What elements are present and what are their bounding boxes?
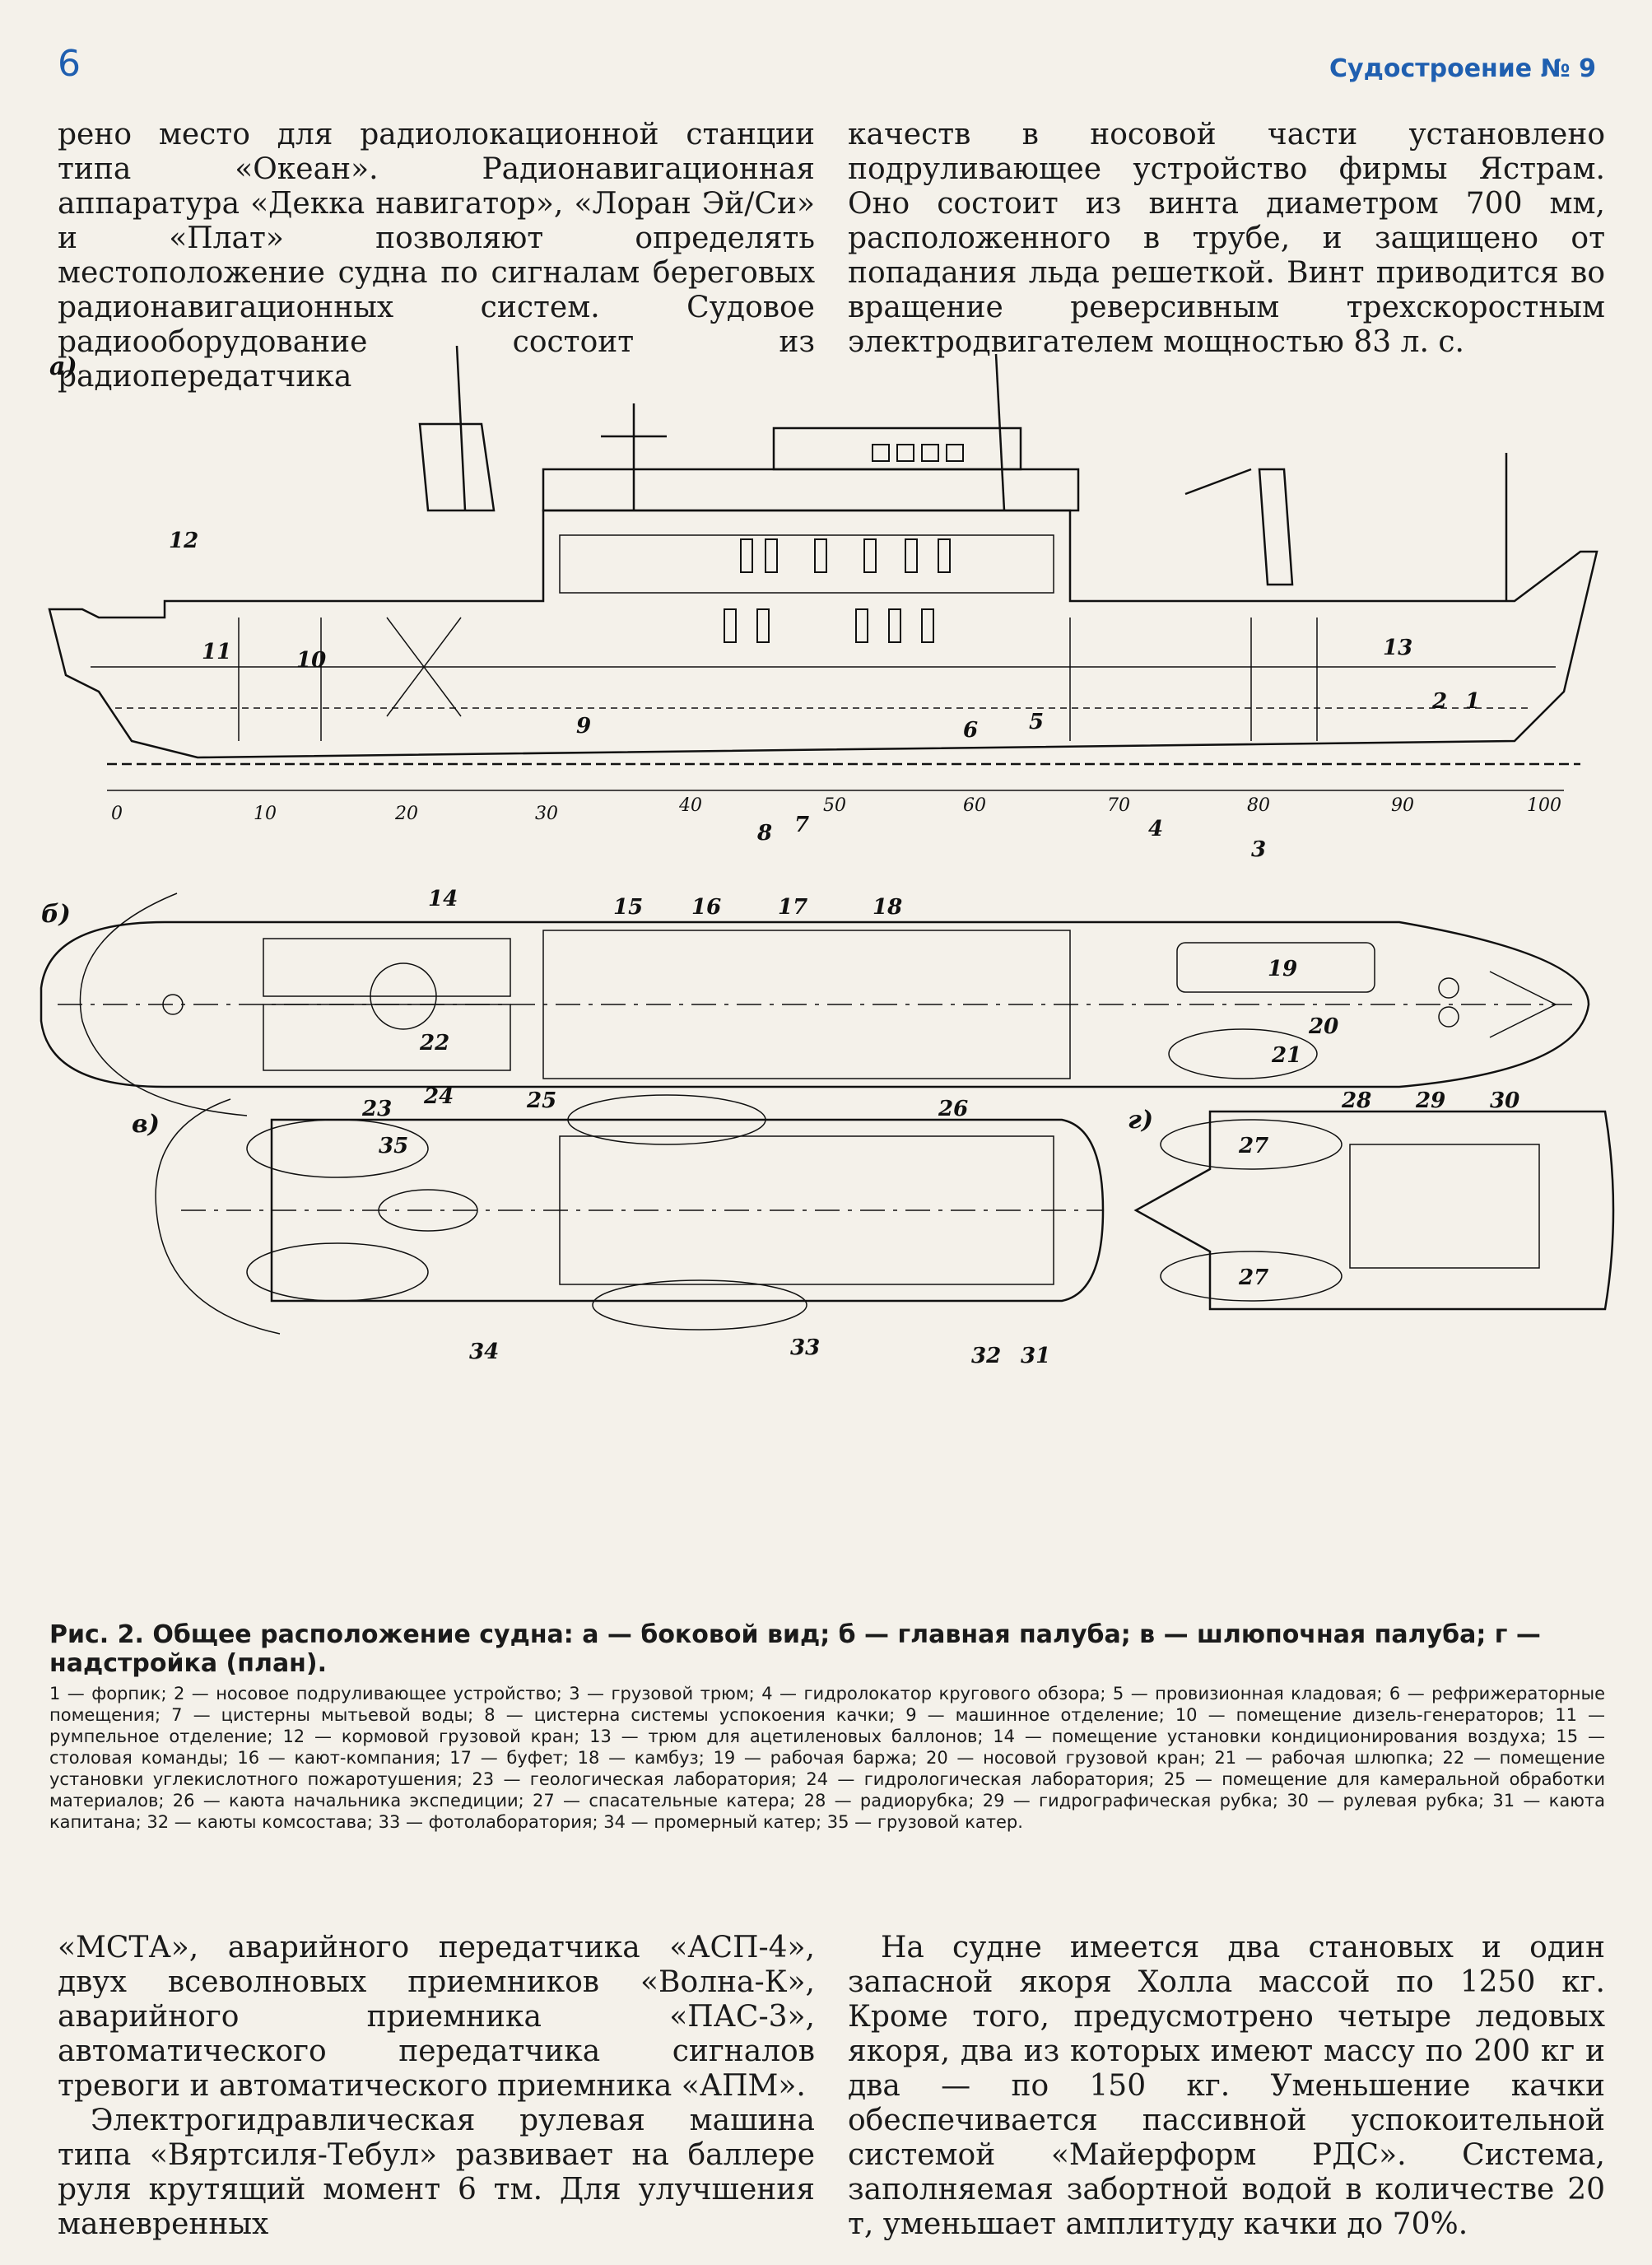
page-number: 6: [58, 43, 81, 85]
frame-tick: 90: [1391, 795, 1414, 816]
frame-tick: 20: [394, 804, 418, 824]
paragraph: «МСТА», аварийного передатчика «АСП-4», …: [58, 1931, 815, 2103]
paragraph: Электрогидравлическая рулевая машина тип…: [58, 2104, 815, 2241]
text-column-bottom-right: На судне имеется два становых и один зап…: [848, 1931, 1605, 2242]
callout: 5: [1029, 710, 1044, 734]
callout: 27: [1238, 1134, 1268, 1158]
callout: 18: [873, 895, 902, 920]
callout: 15: [613, 895, 643, 920]
ship-drawing: а): [40, 345, 1615, 1368]
caption-title: Рис. 2. Общее расположение судна: а — бо…: [49, 1620, 1541, 1678]
frame-tick: 80: [1247, 795, 1270, 816]
callout: 28: [1341, 1088, 1371, 1113]
callout: 20: [1308, 1014, 1338, 1039]
callout: 10: [296, 648, 326, 673]
callout: 26: [938, 1097, 968, 1121]
callout: 1: [1465, 689, 1480, 714]
callout: 16: [691, 895, 721, 920]
frame-tick: 40: [678, 795, 702, 816]
frame-tick: 70: [1107, 795, 1130, 816]
figure-caption: Рис. 2. Общее расположение судна: а — бо…: [49, 1620, 1605, 1833]
frame-tick: 30: [535, 804, 558, 824]
callout: 27: [1238, 1265, 1268, 1290]
section-label-a: а): [49, 352, 77, 381]
caption-legend: 1 — форпик; 2 — носовое подруливающее ус…: [49, 1684, 1605, 1832]
callout: 35: [379, 1134, 408, 1158]
callout: 9: [576, 714, 591, 739]
callout: 19: [1268, 957, 1297, 981]
frame-tick: 10: [254, 804, 277, 824]
callout: 7: [794, 813, 809, 837]
callout: 12: [169, 529, 198, 553]
section-label-v: в): [132, 1110, 160, 1139]
text-column-top-left: рено место для радиолокационной станции …: [58, 118, 815, 394]
frame-tick: 100: [1527, 795, 1561, 816]
callout: 31: [1021, 1344, 1050, 1368]
text-column-bottom-left: «МСТА», аварийного передатчика «АСП-4», …: [58, 1931, 815, 2242]
callout: 29: [1415, 1088, 1445, 1113]
callout: 30: [1490, 1088, 1519, 1113]
callout: 21: [1271, 1043, 1301, 1068]
frame-tick: 0: [111, 804, 123, 824]
paragraph: На судне имеется два становых и один зап…: [848, 1931, 1605, 2241]
callout: 22: [419, 1031, 449, 1056]
callout: 8: [756, 821, 772, 846]
callout: 2: [1431, 689, 1447, 714]
section-label-b: б): [41, 900, 71, 929]
callout: 34: [469, 1340, 499, 1364]
frame-tick: 60: [963, 795, 986, 816]
callout: 4: [1148, 817, 1163, 841]
callout: 25: [526, 1088, 556, 1113]
frame-tick: 50: [823, 795, 846, 816]
callout: 6: [963, 718, 978, 743]
callout: 32: [971, 1344, 1001, 1368]
callout: 24: [423, 1084, 454, 1109]
callout: 33: [790, 1335, 820, 1360]
callout: 14: [428, 887, 458, 911]
paragraph: рено место для радиолокационной станции …: [58, 118, 815, 394]
callout: 17: [778, 895, 807, 920]
paragraph: качеств в носовой части установлено подр…: [848, 118, 1605, 359]
callout: 13: [1383, 636, 1412, 660]
text-column-top-right: качеств в носовой части установлено подр…: [848, 118, 1605, 360]
journal-title: Судостроение № 9: [1329, 54, 1596, 83]
ship-general-arrangement-figure: а): [33, 345, 1622, 1606]
callout: 23: [361, 1097, 392, 1121]
callout: 11: [202, 640, 231, 664]
callout: 3: [1251, 837, 1266, 862]
section-label-g: г): [1128, 1106, 1153, 1135]
